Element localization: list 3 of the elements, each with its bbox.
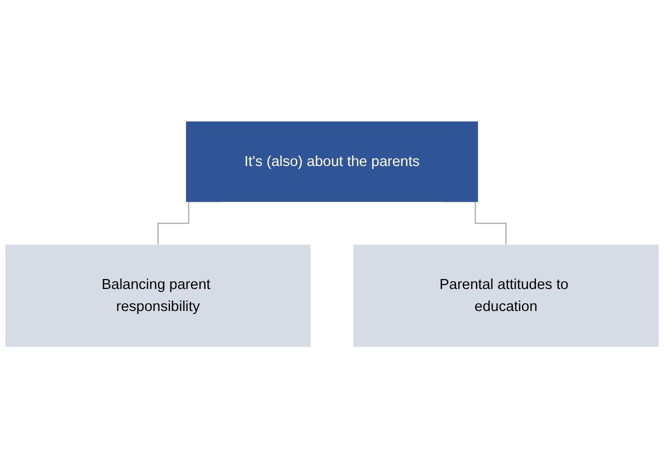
node-box: Balancing parent responsibility <box>5 245 311 348</box>
node-box: Parental attitudes to education <box>353 245 659 348</box>
node-box: It's (also) about the parents <box>186 122 478 202</box>
